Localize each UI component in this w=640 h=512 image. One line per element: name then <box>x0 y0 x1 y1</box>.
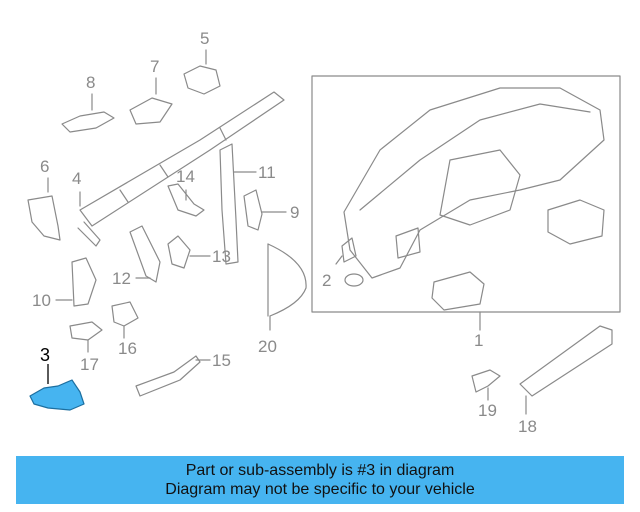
callout-17: 17 <box>80 355 99 374</box>
callout-7: 7 <box>150 57 160 76</box>
banner-line-1: Part or sub-assembly is #3 in diagram <box>185 462 455 479</box>
callout-15: 15 <box>212 351 231 370</box>
part-10-bracket <box>71 257 97 307</box>
part-9-bracket <box>243 189 263 231</box>
part-8-bracket <box>61 111 115 133</box>
part-17-bracket <box>69 321 103 341</box>
callout-1: 1 <box>474 331 484 350</box>
callout-16: 16 <box>118 339 137 358</box>
callout-5: 5 <box>200 29 210 48</box>
callout-9: 9 <box>290 203 300 222</box>
part-19-bracket <box>471 369 501 393</box>
part-15-bracket <box>135 355 201 397</box>
callout-12: 12 <box>112 269 131 288</box>
part-1-instrument-panel <box>311 75 621 331</box>
callout-13: 13 <box>212 247 231 266</box>
part-7-bracket <box>129 97 173 125</box>
part-3-highlighted-bracket <box>29 364 85 411</box>
callout-20: 20 <box>258 337 277 356</box>
part-11-bracket <box>219 143 239 265</box>
callout-4: 4 <box>72 169 82 188</box>
callout-14: 14 <box>176 167 195 186</box>
part-20-trim <box>267 243 307 317</box>
info-banner: Part or sub-assembly is #3 in diagram Di… <box>16 456 624 504</box>
part-4-cross-beam <box>77 91 285 247</box>
part-18-panel <box>519 325 613 397</box>
part-12-bracket <box>129 225 161 283</box>
callout-11: 11 <box>258 163 276 182</box>
callout-3[interactable]: 3 <box>40 345 51 365</box>
part-16-bracket <box>111 301 139 327</box>
callout-18: 18 <box>518 417 537 436</box>
part-14-bracket <box>167 183 205 217</box>
callout-10: 10 <box>32 291 51 310</box>
banner-line-2: Diagram may not be specific to your vehi… <box>165 481 475 498</box>
part-13-bracket <box>167 235 191 269</box>
part-6-bracket <box>27 195 61 241</box>
callout-19: 19 <box>478 401 497 420</box>
callout-6: 6 <box>40 157 50 176</box>
callout-2: 2 <box>322 271 332 290</box>
callout-8: 8 <box>86 73 96 92</box>
part-5-bracket <box>183 65 221 95</box>
